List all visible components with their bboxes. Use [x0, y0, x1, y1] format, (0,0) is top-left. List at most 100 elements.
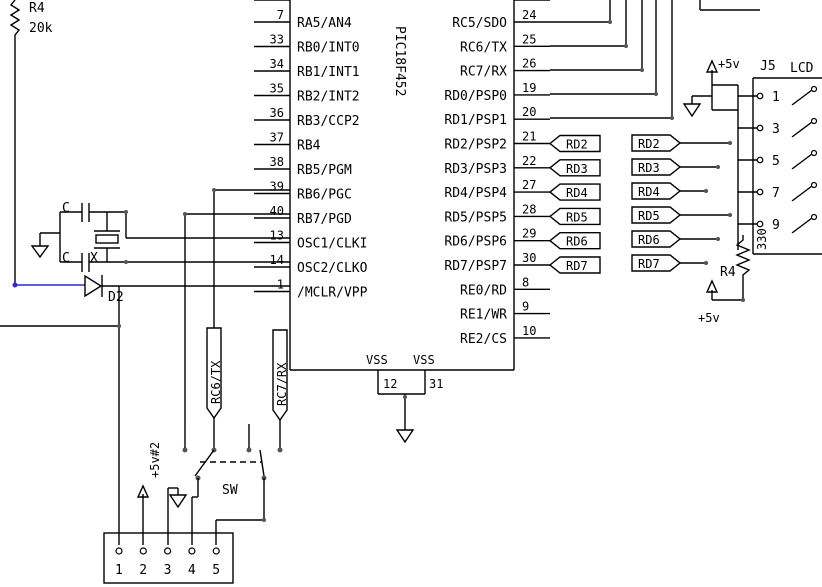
- r4-lcd-supply: +5v: [698, 311, 720, 325]
- right-pin-label: RD5/PSP5: [444, 210, 507, 225]
- chip-left-pins: 7RA5/AN433RB0/INT034RB1/INT135RB2/INT236…: [254, 8, 368, 301]
- left-pin-num: 39: [270, 180, 284, 194]
- right-pin-label: RD2/PSP2: [444, 138, 507, 153]
- right-pin-label: RE2/CS: [460, 332, 507, 347]
- header-pin-num: 1: [115, 563, 123, 578]
- oscillator-circuit: C C X: [30, 201, 290, 272]
- header-pin-num: 2: [139, 563, 147, 578]
- left-pin-label: OSC2/CLKO: [297, 261, 368, 276]
- lcd-net-tag-label: RD2: [638, 137, 660, 151]
- right-pin-label: RD7/PSP7: [444, 259, 507, 274]
- right-pin-num: 26: [522, 57, 536, 71]
- j5-label: J5: [760, 59, 776, 74]
- chip-net-tag-label: RD5: [566, 210, 588, 224]
- vss-pin-12: 12: [383, 377, 397, 391]
- chip-net-tag-label: RD4: [566, 186, 588, 200]
- left-pin-label: OSC1/CLKI: [297, 237, 367, 252]
- chip-net-tag: [548, 159, 601, 177]
- lcd-net-tag: [631, 134, 682, 152]
- right-pin-label: RC6/TX: [460, 40, 507, 55]
- diode-label: D2: [108, 290, 124, 305]
- chip-net-tag: [548, 231, 601, 250]
- lcd-net-tag-label: RD6: [638, 233, 660, 247]
- lcd-ground-icon: [682, 103, 702, 118]
- right-pin-num: 8: [522, 275, 529, 289]
- lcd-pin-num: 9: [772, 218, 780, 233]
- right-pin-num: 29: [522, 227, 536, 241]
- left-pin-num: 40: [270, 204, 284, 218]
- lcd-net-tag: [631, 182, 682, 200]
- left-pin-label: RB0/INT0: [297, 41, 360, 56]
- left-pin-num: 34: [270, 57, 284, 71]
- diode-d2: D2: [84, 274, 290, 305]
- chip-net-tag-label: RD6: [566, 235, 588, 249]
- header-pin-num: 3: [164, 563, 172, 578]
- left-pin-num: 36: [270, 106, 284, 120]
- right-pin-label: RD1/PSP1: [444, 113, 507, 128]
- right-pin-num: 21: [522, 130, 536, 144]
- right-pin-num: 28: [522, 202, 536, 216]
- right-pin-num: 24: [522, 8, 536, 22]
- chip-right-pins: 24RC5/SDO25RC6/TX26RC7/RX19RD0/PSP020RD1…: [444, 8, 550, 347]
- left-pin-label: RB7/PGD: [297, 212, 352, 227]
- chip-net-tag: [548, 207, 601, 226]
- left-pin-label: RB5/PGM: [297, 163, 352, 178]
- lcd-net-tag-label: RD5: [638, 209, 660, 223]
- ground-icon-osc: [30, 245, 50, 259]
- r4-lcd-supply-icon: [705, 279, 719, 293]
- switch-sw: SW: [182, 424, 267, 545]
- vss-label-2: VSS: [413, 353, 435, 367]
- header-pin-num: 4: [188, 563, 196, 578]
- tag-rc7-rx: RC7/RX: [272, 329, 289, 453]
- r4-lcd-name: R4: [720, 265, 736, 280]
- right-pin-num: 30: [522, 251, 536, 265]
- ground-icon: [395, 429, 415, 444]
- right-pin-num: 25: [522, 32, 536, 46]
- chip-net-tag-label: RD3: [566, 162, 588, 176]
- programming-lines: [183, 188, 290, 424]
- lcd-net-tag: [631, 230, 682, 248]
- lcd-net-tag: [631, 158, 682, 176]
- lcd-net-tag-label: RD7: [638, 257, 660, 271]
- chip-name: PIC18F452: [392, 26, 407, 96]
- left-pin-num: 1: [277, 278, 284, 292]
- header-supply: +5v#2: [136, 442, 188, 545]
- right-pin-label: RE0/RD: [460, 283, 507, 298]
- right-pin-label: RD6/PSP6: [444, 235, 507, 250]
- left-pin-num: 7: [277, 8, 284, 22]
- lcd-pin-num: 1: [772, 90, 780, 105]
- supply-label: +5v#2: [148, 442, 162, 478]
- tag-rc6-tx: RC6/TX: [206, 327, 223, 453]
- crystal-label: X: [90, 251, 98, 266]
- upper-right-buses: [550, 0, 760, 120]
- cap1-label: C: [62, 201, 70, 216]
- switch-label: SW: [222, 483, 238, 498]
- right-pin-num: 19: [522, 81, 536, 95]
- right-pin-num: 27: [522, 178, 536, 192]
- chip-net-tag: [548, 183, 601, 201]
- supply-arrow-icon: [136, 484, 150, 498]
- chip-net-tag-label: RD2: [566, 138, 588, 152]
- vss-label-1: VSS: [366, 353, 388, 367]
- right-pin-label: RD4/PSP4: [444, 186, 507, 201]
- pic-chip: PIC18F452: [289, 0, 515, 371]
- lcd-pin-num: 5: [772, 154, 780, 169]
- right-pin-label: RD3/PSP3: [444, 162, 507, 177]
- lcd-pin-num: 7: [772, 186, 780, 201]
- lcd-label: LCD: [790, 61, 814, 76]
- left-pin-label: RB6/PGC: [297, 188, 352, 203]
- tag-rc6-tx-label: RC6/TX: [209, 360, 223, 404]
- left-pin-num: 35: [270, 82, 284, 96]
- left-pin-num: 37: [270, 131, 284, 145]
- left-pin-label: RB4: [297, 139, 321, 154]
- chip-net-tag: [548, 256, 601, 274]
- left-pin-num: 33: [270, 33, 284, 47]
- lcd-supply-icon: [705, 59, 719, 73]
- lcd-net-tag: [631, 254, 682, 272]
- vss-pin-31: 31: [429, 377, 443, 391]
- right-pin-label: RC7/RX: [460, 65, 507, 80]
- left-pin-num: 13: [270, 229, 284, 243]
